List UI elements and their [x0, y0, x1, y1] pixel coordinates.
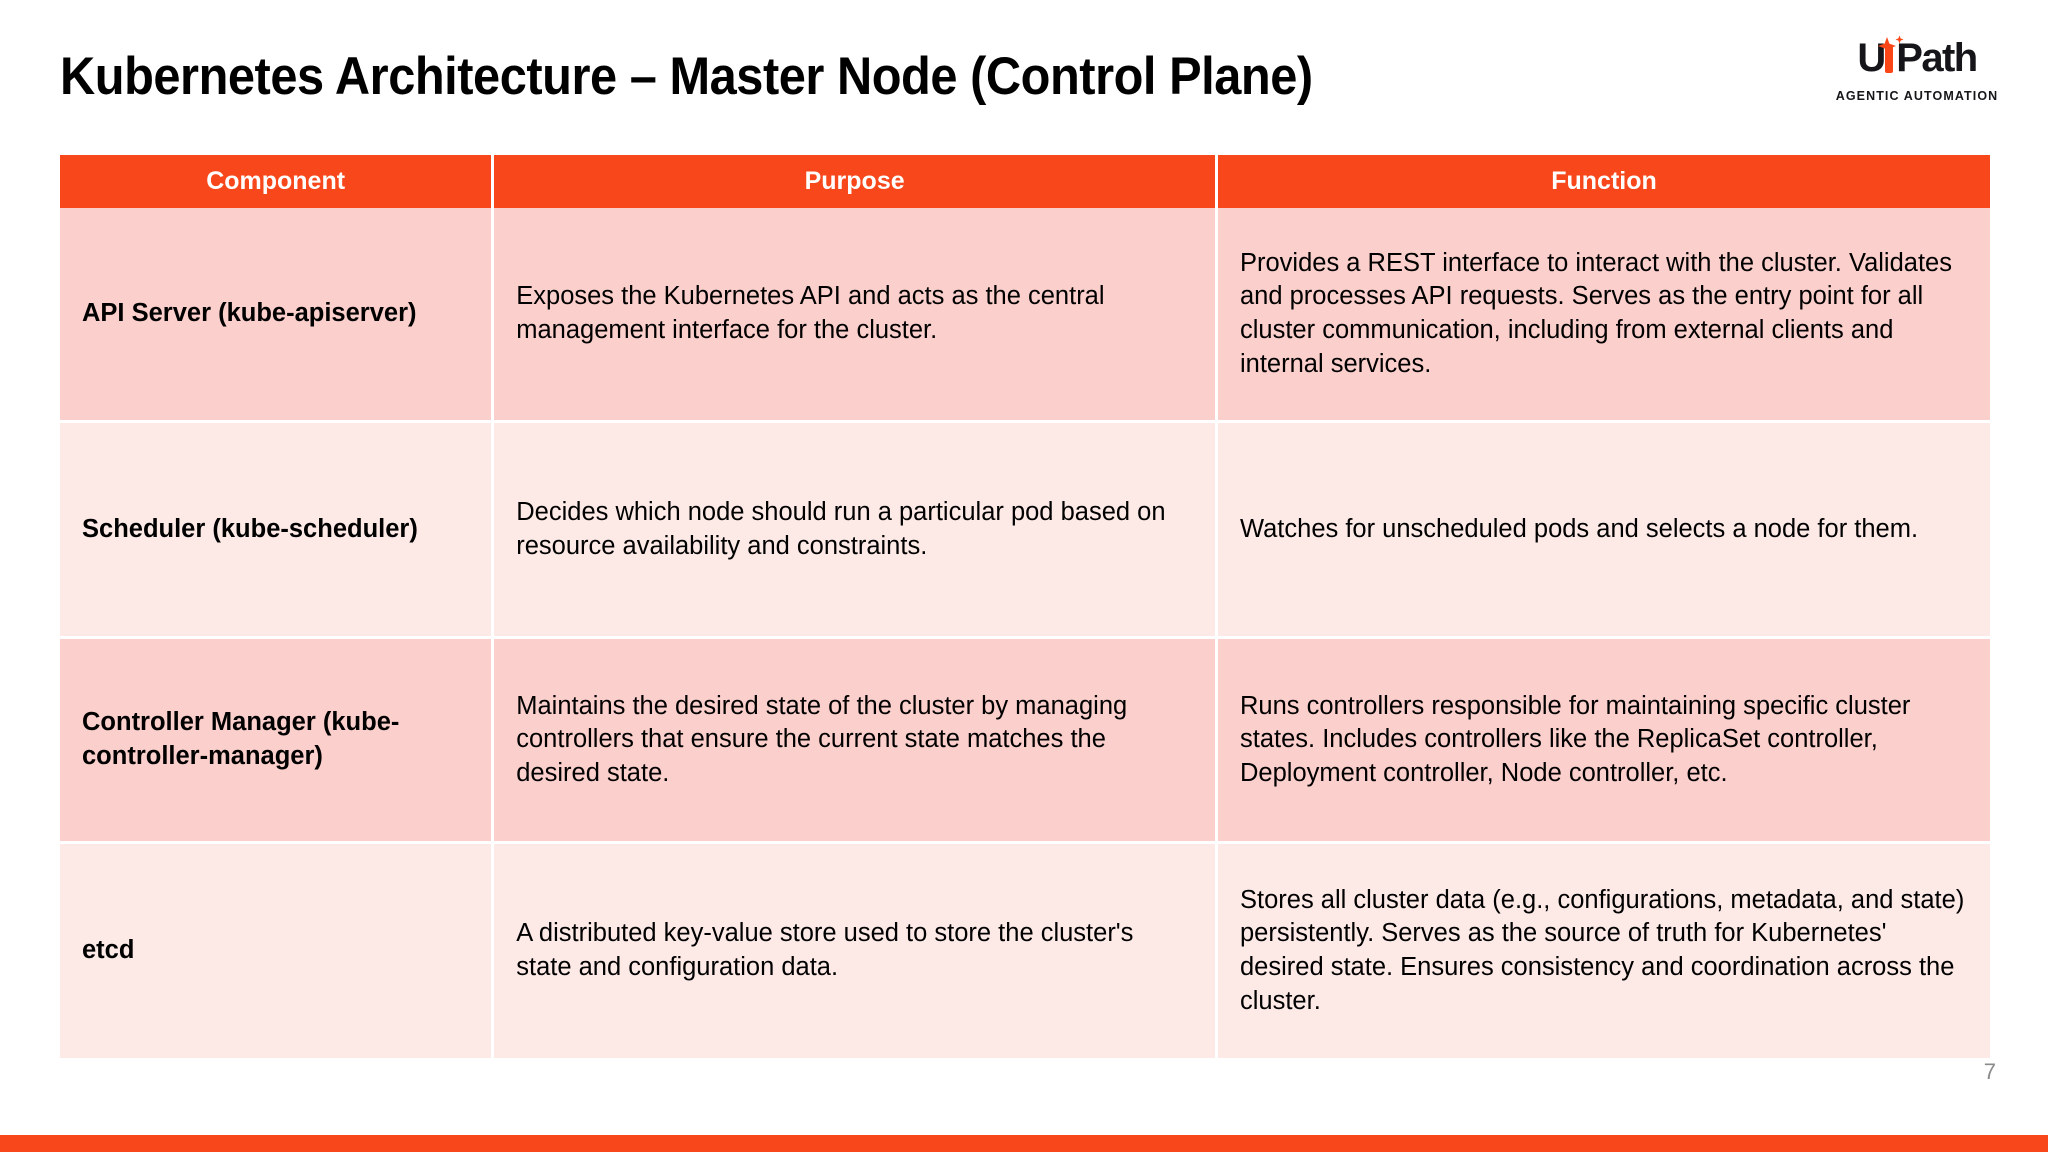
page-number: 7 [1983, 1059, 1996, 1084]
sparkle-icon [1874, 24, 1908, 55]
cell-function: Provides a REST interface to interact wi… [1218, 208, 1990, 423]
architecture-table: Component Purpose Function API Server (k… [60, 155, 1990, 1061]
logo-i-bar-icon [1885, 46, 1894, 73]
table-row: Scheduler (kube-scheduler) Decides which… [60, 423, 1990, 639]
logo-word-path: Path [1896, 36, 1978, 80]
architecture-table-container: Component Purpose Function API Server (k… [60, 155, 1990, 1061]
cell-function: Watches for unscheduled pods and selects… [1218, 423, 1990, 639]
column-header-function: Function [1218, 155, 1990, 208]
cell-function: Runs controllers responsible for maintai… [1218, 639, 1990, 844]
table-header-row: Component Purpose Function [60, 155, 1990, 208]
table-row: API Server (kube-apiserver) Exposes the … [60, 208, 1990, 423]
table-row: Controller Manager (kube-controller-mana… [60, 639, 1990, 844]
cell-purpose: Exposes the Kubernetes API and acts as t… [494, 208, 1218, 423]
cell-component: API Server (kube-apiserver) [60, 208, 495, 423]
table-row: etcd A distributed key-value store used … [60, 844, 1990, 1061]
cell-component: etcd [60, 844, 495, 1061]
cell-function: Stores all cluster data (e.g., configura… [1218, 844, 1990, 1061]
cell-purpose: A distributed key-value store used to st… [494, 844, 1218, 1061]
cell-component: Scheduler (kube-scheduler) [60, 423, 495, 639]
footer-accent-bar [0, 1135, 2048, 1152]
page-title: Kubernetes Architecture – Master Node (C… [60, 47, 1313, 106]
cell-purpose: Maintains the desired state of the clust… [494, 639, 1218, 844]
column-header-purpose: Purpose [494, 155, 1218, 208]
cell-purpose: Decides which node should run a particul… [494, 423, 1218, 639]
logo-tagline: AGENTIC AUTOMATION [1835, 89, 1999, 103]
column-header-component: Component [60, 155, 495, 208]
cell-component: Controller Manager (kube-controller-mana… [60, 639, 495, 844]
logo-letter-u: U [1857, 36, 1886, 80]
